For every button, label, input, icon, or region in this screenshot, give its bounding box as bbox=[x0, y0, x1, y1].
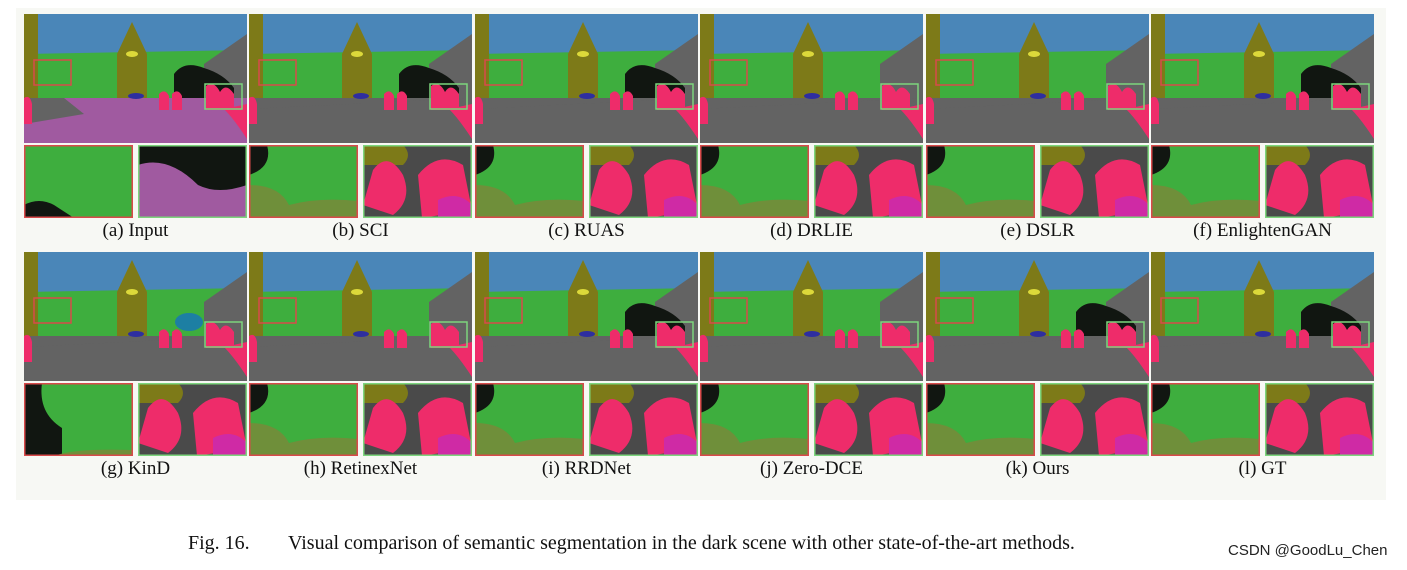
zoom-left bbox=[24, 383, 133, 456]
zoom-left bbox=[475, 383, 584, 456]
panel-label: (i) RRDNet bbox=[541, 458, 632, 479]
caption-text: Visual comparison of semantic segmentati… bbox=[288, 532, 1075, 554]
segmentation-map bbox=[24, 14, 247, 218]
scene-map bbox=[926, 14, 1149, 143]
zoom-right bbox=[814, 383, 923, 456]
zoom-left bbox=[249, 145, 358, 218]
zoom-right bbox=[138, 383, 247, 456]
segmentation-map bbox=[1151, 252, 1374, 456]
panel-label: (k) Ours bbox=[1005, 458, 1070, 479]
watermark: CSDN @GoodLu_Chen bbox=[1228, 542, 1388, 559]
scene-map bbox=[700, 252, 923, 381]
panel-label: (b) SCI bbox=[332, 220, 389, 241]
zoom-right bbox=[1265, 383, 1374, 456]
panel-label: (l) GT bbox=[1238, 458, 1287, 479]
segmentation-map bbox=[475, 14, 698, 218]
panel-label: (c) RUAS bbox=[548, 220, 625, 241]
zoom-right bbox=[1265, 145, 1374, 218]
panel-f-enlightengan: (f) EnlightenGAN bbox=[1151, 14, 1374, 254]
segmentation-map bbox=[249, 252, 472, 456]
segmentation-map bbox=[700, 14, 923, 218]
panel-label: (a) Input bbox=[102, 220, 169, 241]
panel-label: (f) EnlightenGAN bbox=[1193, 220, 1332, 241]
panel-b-sci: (b) SCI bbox=[249, 14, 472, 254]
scene-map bbox=[475, 252, 698, 381]
zoom-left bbox=[475, 145, 584, 218]
segmentation-map bbox=[24, 252, 247, 456]
panel-c-ruas: (c) RUAS bbox=[475, 14, 698, 254]
scene-map bbox=[249, 14, 472, 143]
panel-a-input: (a) Input bbox=[24, 14, 247, 254]
zoom-right bbox=[589, 145, 698, 218]
zoom-left bbox=[249, 383, 358, 456]
scene-map bbox=[24, 14, 247, 143]
zoom-right bbox=[363, 383, 472, 456]
panel-h-retinexnet: (h) RetinexNet bbox=[249, 252, 472, 492]
zoom-left bbox=[1151, 383, 1260, 456]
zoom-right bbox=[138, 145, 247, 218]
zoom-left bbox=[926, 383, 1035, 456]
figure-number: Fig. 16. bbox=[188, 532, 250, 554]
panel-label: (e) DSLR bbox=[1000, 220, 1075, 241]
figure-caption: Fig. 16. Visual comparison of semantic se… bbox=[188, 532, 1075, 555]
segmentation-map bbox=[475, 252, 698, 456]
zoom-right bbox=[589, 383, 698, 456]
segmentation-map bbox=[249, 14, 472, 218]
zoom-right bbox=[1040, 145, 1149, 218]
zoom-left bbox=[24, 145, 133, 218]
segmentation-map bbox=[1151, 14, 1374, 218]
segmentation-map bbox=[926, 252, 1149, 456]
panel-label: (g) KinD bbox=[100, 458, 171, 479]
panel-label: (j) Zero-DCE bbox=[760, 458, 863, 479]
scene-map bbox=[249, 252, 472, 381]
panel-k-ours: (k) Ours bbox=[926, 252, 1149, 492]
scene-map bbox=[926, 252, 1149, 381]
zoom-right bbox=[1040, 383, 1149, 456]
scene-map bbox=[1151, 252, 1374, 381]
panel-i-rrdnet: (i) RRDNet bbox=[475, 252, 698, 492]
zoom-right bbox=[363, 145, 472, 218]
panel-j-zero-dce: (j) Zero-DCE bbox=[700, 252, 923, 492]
scene-map bbox=[475, 14, 698, 143]
zoom-right bbox=[814, 145, 923, 218]
zoom-left bbox=[1151, 145, 1260, 218]
panel-l-gt: (l) GT bbox=[1151, 252, 1374, 492]
panel-e-dslr: (e) DSLR bbox=[926, 14, 1149, 254]
zoom-left bbox=[926, 145, 1035, 218]
zoom-left bbox=[700, 383, 809, 456]
panel-g-kind: (g) KinD bbox=[24, 252, 247, 492]
panel-label: (h) RetinexNet bbox=[303, 458, 418, 479]
zoom-left bbox=[700, 145, 809, 218]
scene-map bbox=[700, 14, 923, 143]
segmentation-map bbox=[926, 14, 1149, 218]
scene-map bbox=[24, 252, 247, 381]
segmentation-map bbox=[700, 252, 923, 456]
panel-d-drlie: (d) DRLIE bbox=[700, 14, 923, 254]
panel-label: (d) DRLIE bbox=[770, 220, 853, 241]
scene-map bbox=[1151, 14, 1374, 143]
